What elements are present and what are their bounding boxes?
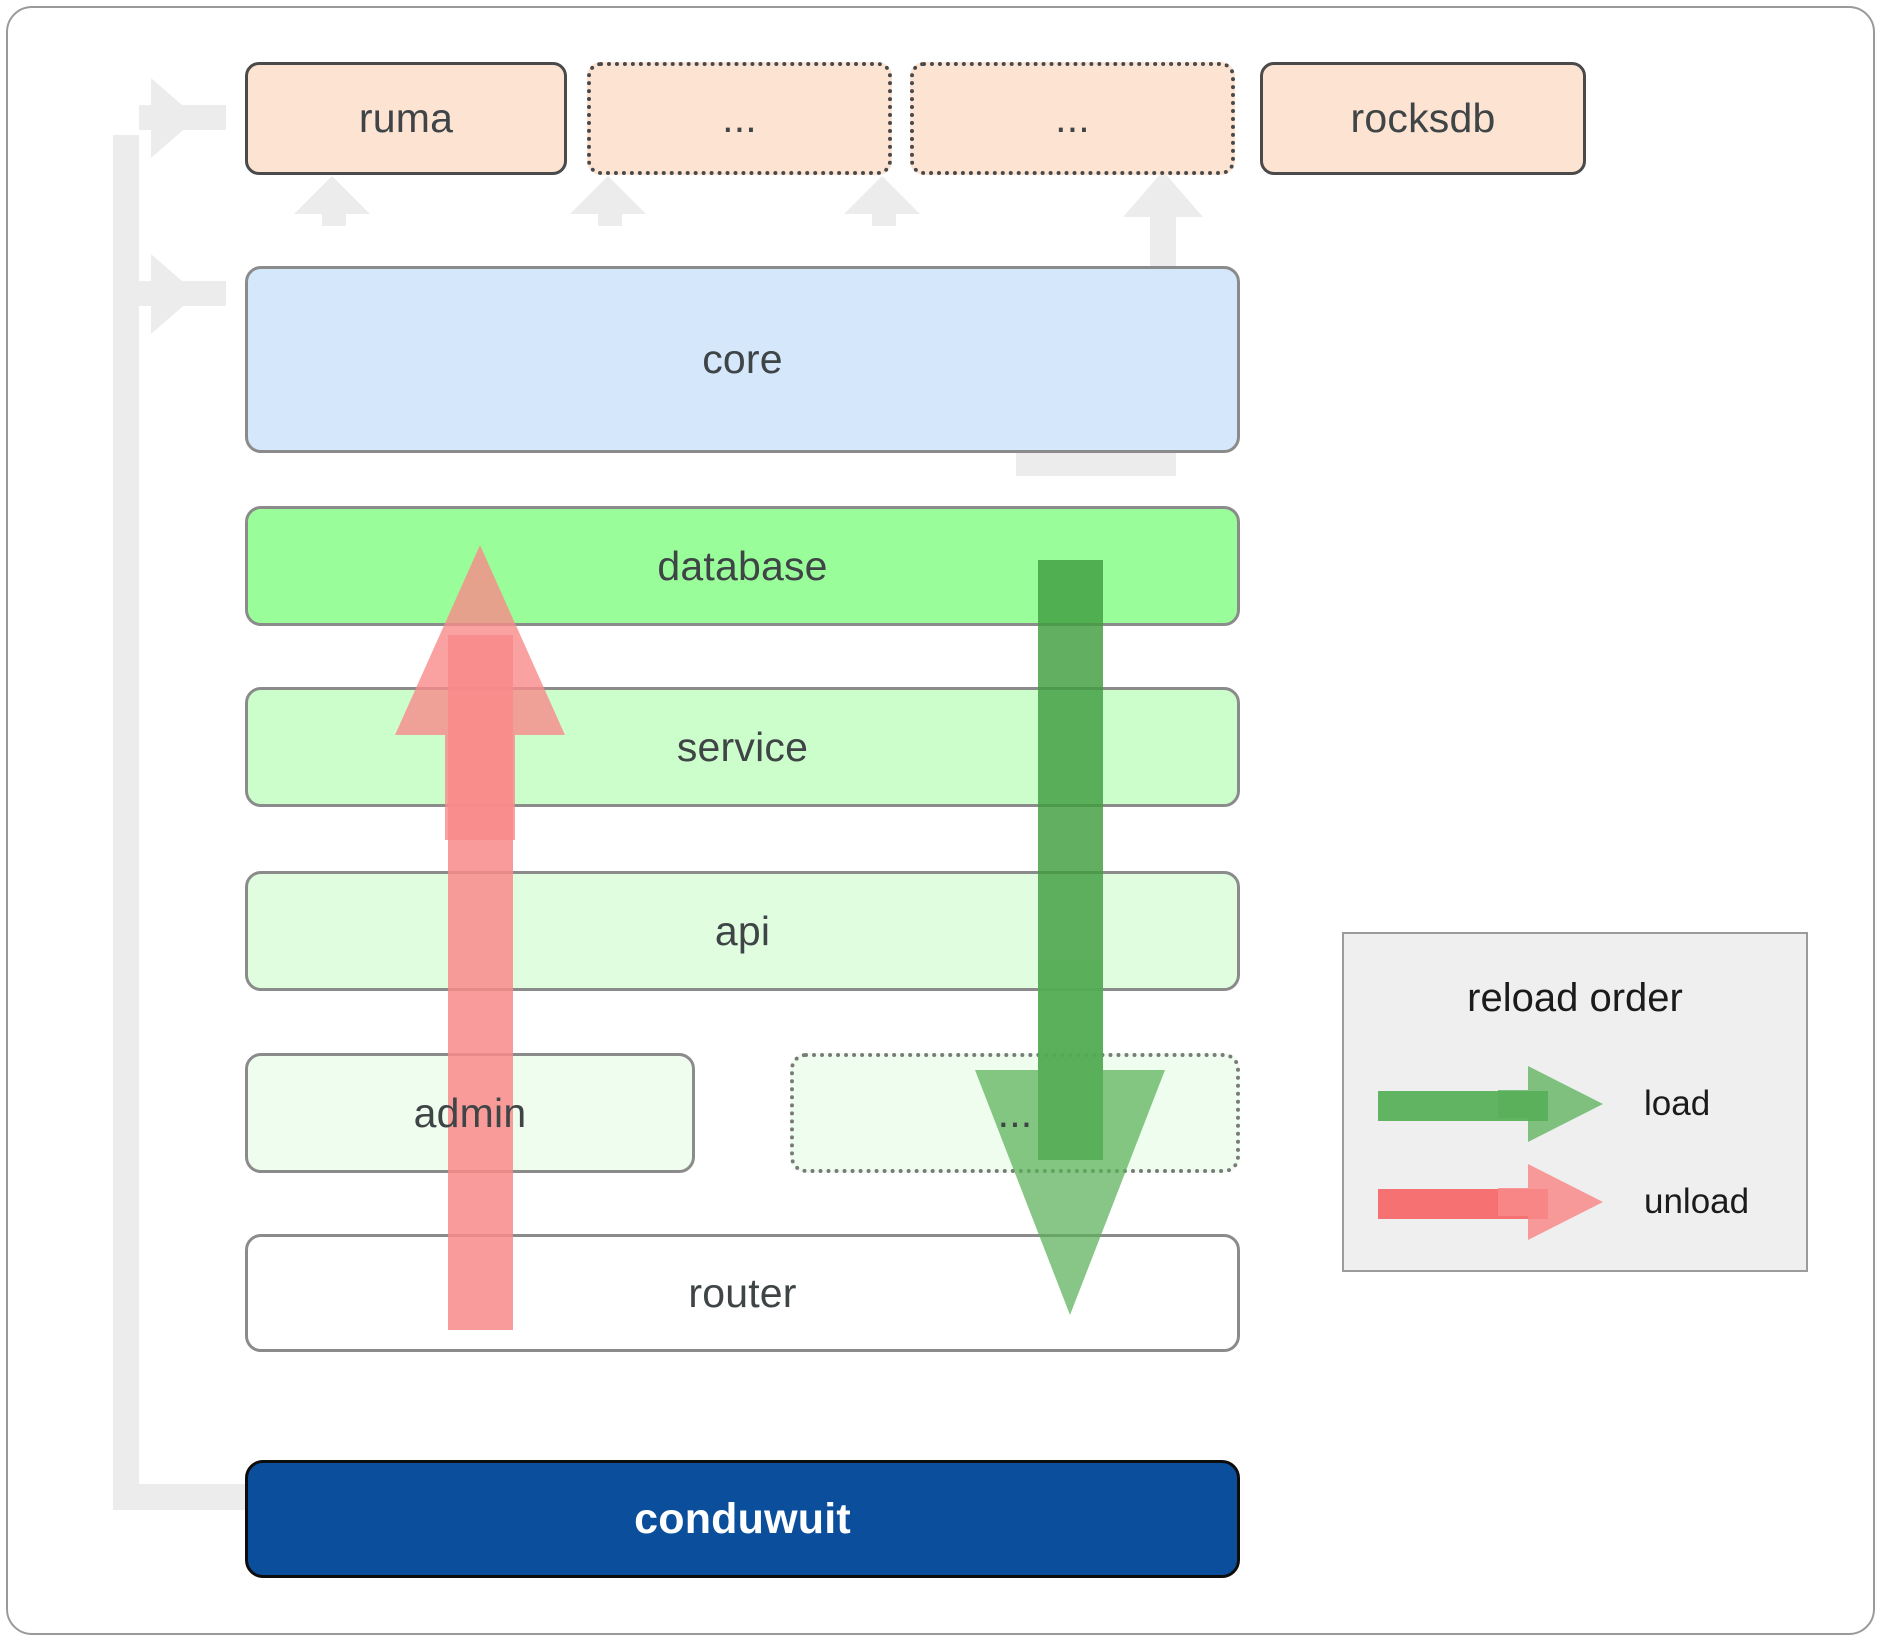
flow-arrow-load <box>960 560 1180 1320</box>
node-dep2-label: ... <box>722 95 757 141</box>
connector-core-to-ruma-arrowhead <box>294 176 370 214</box>
connector-core-to-dep2-arrowhead <box>570 176 646 214</box>
node-database-label: database <box>657 542 828 589</box>
load-arrow-shape <box>975 560 1165 1315</box>
legend-panel: reload order load unload <box>1342 932 1808 1272</box>
node-core-label: core <box>702 336 783 382</box>
connector-to-core-arrowhead <box>151 254 197 334</box>
node-admin-label: admin <box>413 1089 527 1136</box>
node-core[interactable]: core <box>245 266 1240 453</box>
connector-db-to-rocksdb-arrowhead <box>1123 171 1203 217</box>
connector-db-to-rocksdb-horizontal <box>1016 450 1176 476</box>
unload-arrow-shape <box>395 545 565 1330</box>
legend-load-label: load <box>1644 1084 1711 1123</box>
node-api-label: api <box>714 907 771 954</box>
node-rocksdb-label: rocksdb <box>1350 95 1496 141</box>
node-more-label: ... <box>997 1089 1033 1136</box>
node-service-label: service <box>676 723 809 770</box>
legend-unload-arrow <box>1378 1162 1608 1242</box>
legend-title: reload order <box>1467 976 1683 1020</box>
node-conduwuit-label: conduwuit <box>634 1494 851 1543</box>
connector-trunk-bottom <box>113 1484 248 1510</box>
diagram-frame <box>6 6 1875 1635</box>
connector-trunk-left <box>113 135 139 1510</box>
node-dep3-label: ... <box>1055 95 1090 141</box>
legend-unload-label: unload <box>1644 1182 1750 1221</box>
node-ruma-label: ruma <box>358 95 454 141</box>
node-rocksdb[interactable]: rocksdb <box>1260 62 1586 175</box>
flow-arrow-unload <box>380 540 580 1330</box>
legend-load-arrow <box>1378 1064 1608 1144</box>
node-conduwuit[interactable]: conduwuit <box>245 1460 1240 1578</box>
connector-to-ruma-arrowhead <box>151 78 197 158</box>
connector-core-to-dep3-arrowhead <box>844 176 920 214</box>
node-router-label: router <box>688 1269 797 1316</box>
node-ruma[interactable]: ruma <box>245 62 567 175</box>
node-dep2[interactable]: ... <box>587 62 892 175</box>
node-dep3[interactable]: ... <box>910 62 1235 175</box>
